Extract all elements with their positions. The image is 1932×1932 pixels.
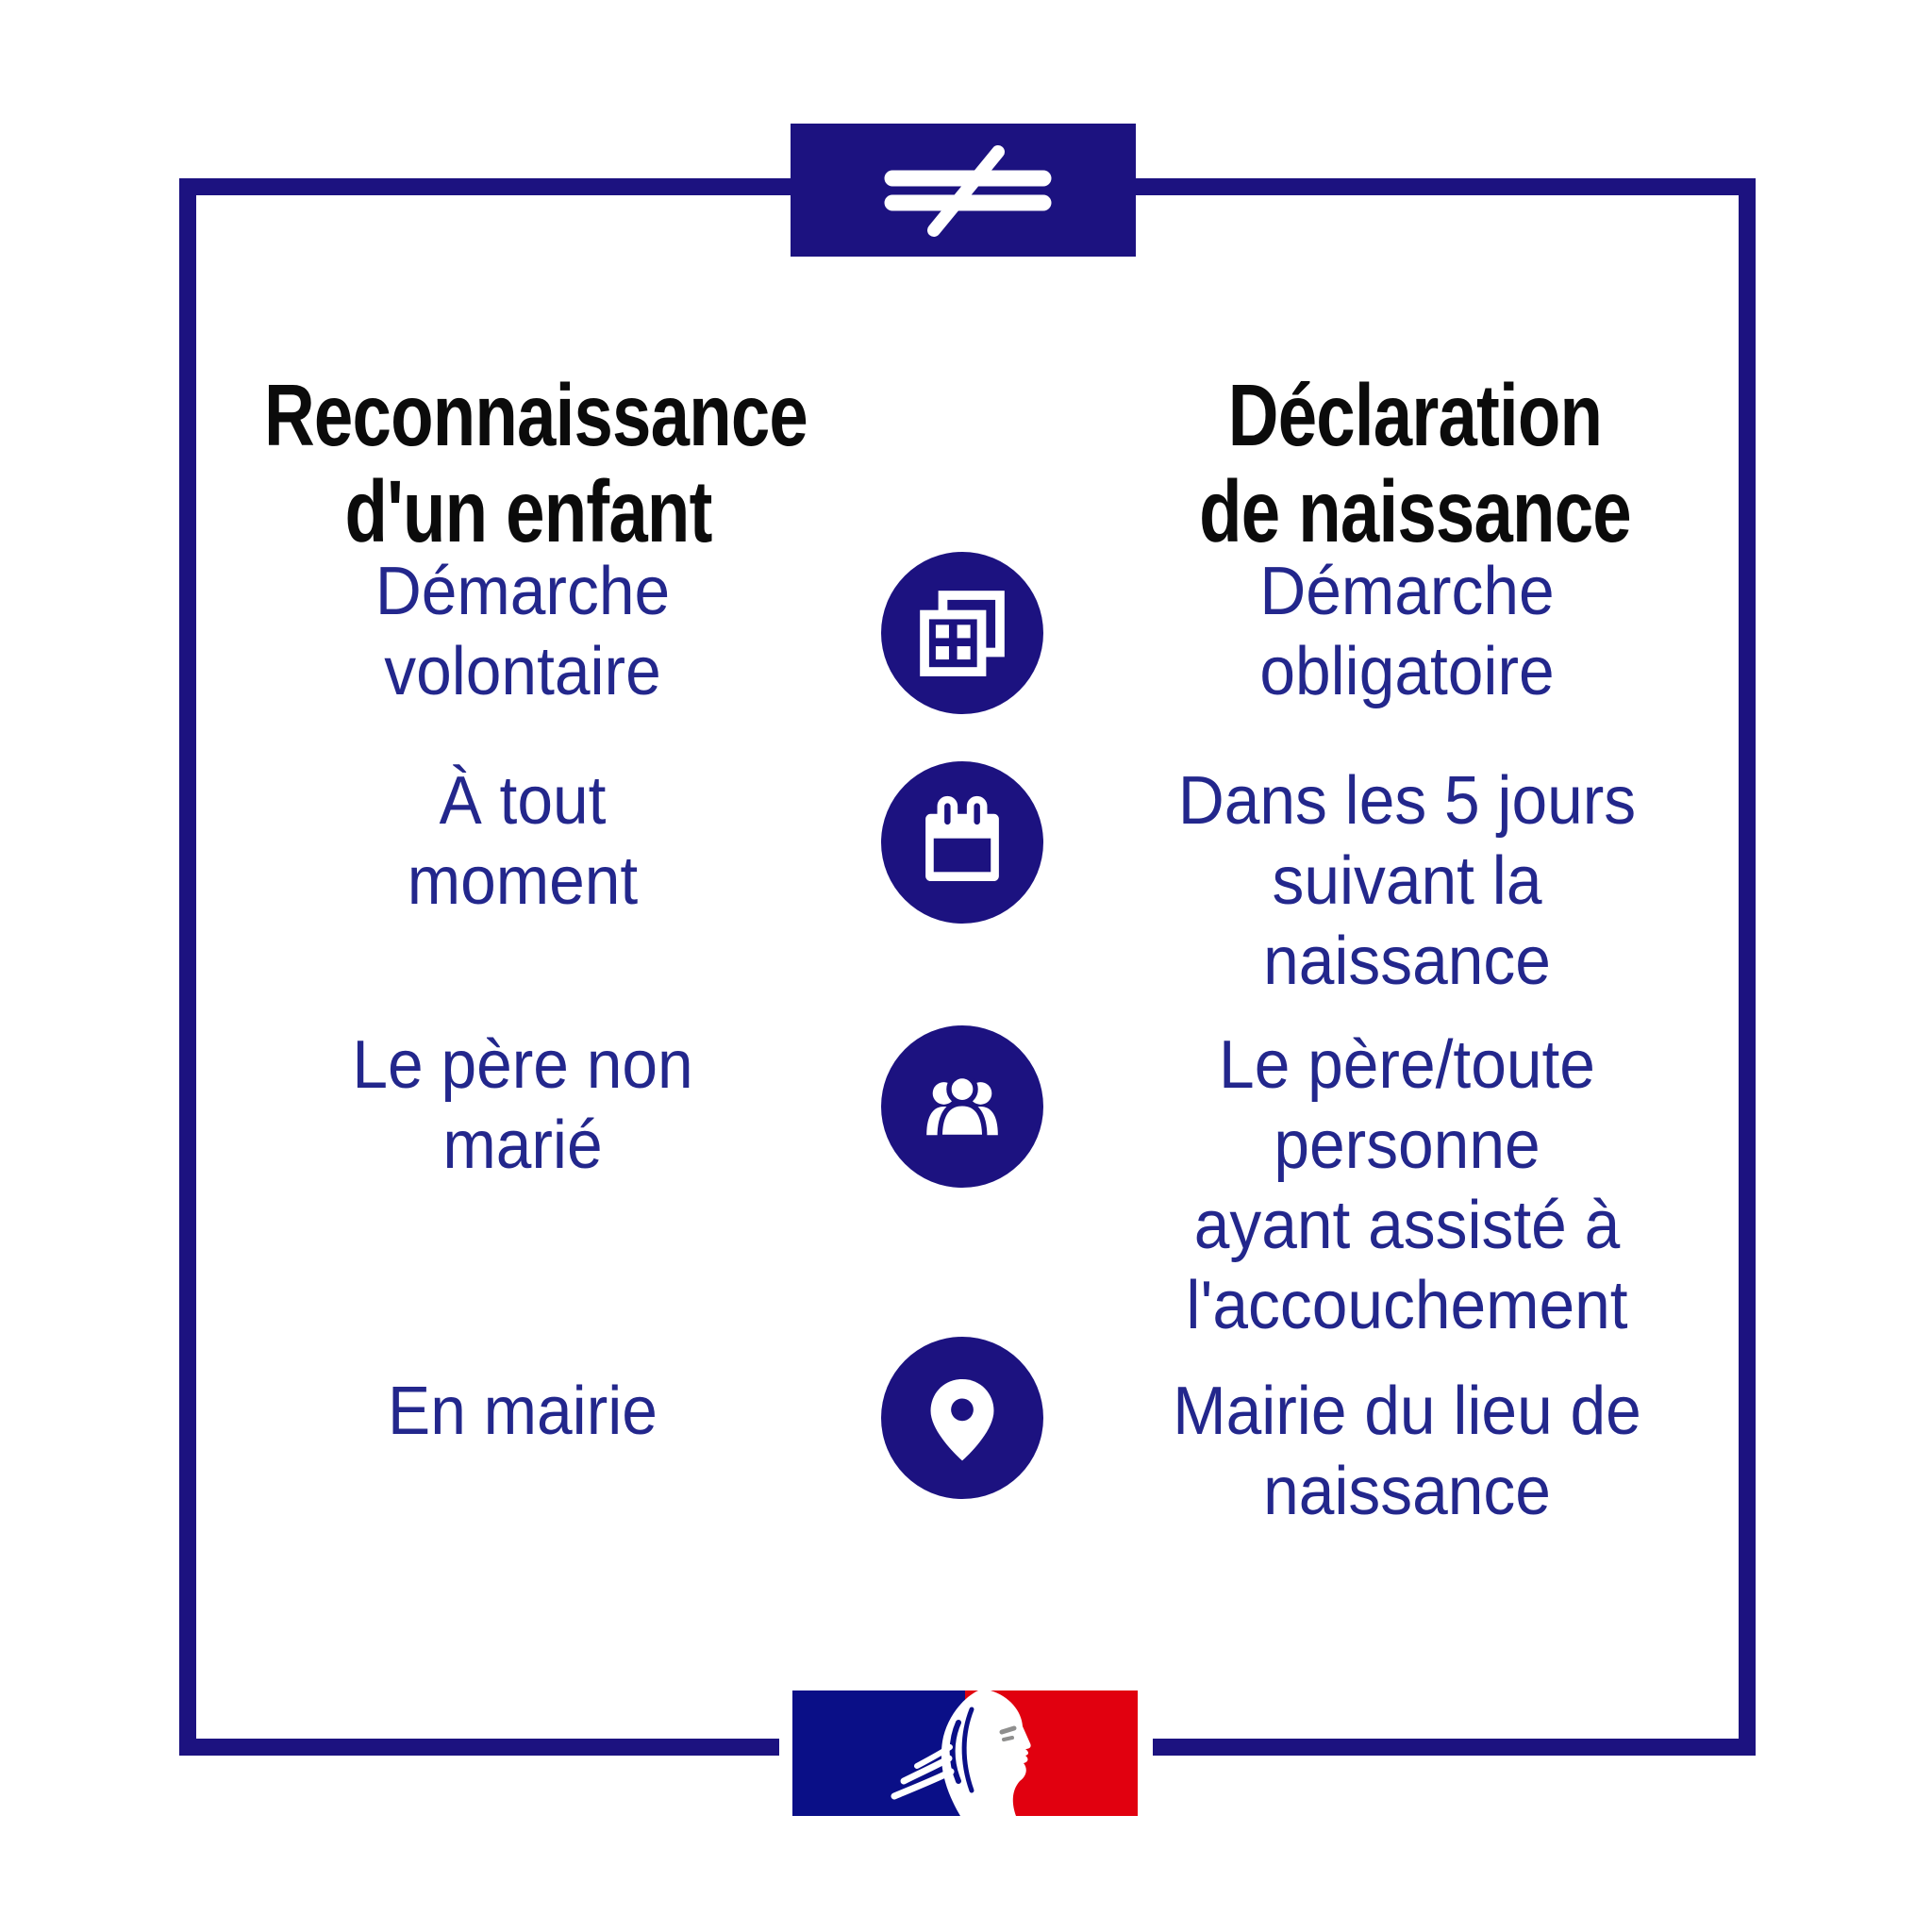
documents-icon	[920, 591, 1005, 676]
row2-left-text: À tout moment	[407, 763, 639, 919]
row2-right-text: Dans les 5 jours suivant la naissance	[1177, 763, 1637, 999]
right-column-title: Déclaration de naissance	[1199, 366, 1632, 561]
icon-circle-row3	[881, 1025, 1043, 1188]
marianne-government-logo	[792, 1690, 1138, 1816]
row4-left-text: En mairie	[388, 1374, 658, 1449]
icon-circle-row4	[881, 1337, 1043, 1499]
icon-circle-row2	[881, 761, 1043, 924]
row4-right-text: Mairie du lieu de naissance	[1173, 1374, 1641, 1529]
row1-right-text: Démarche obligatoire	[1259, 554, 1555, 709]
left-column-title: Reconnaissance d'un enfant	[264, 366, 808, 561]
not-equal-icon	[884, 145, 1052, 237]
border-frame	[179, 178, 1756, 1756]
row3-left-text: Le père non marié	[352, 1027, 693, 1183]
people-icon	[926, 1073, 998, 1141]
row1-left-text: Démarche volontaire	[375, 554, 671, 709]
icon-circle-row1	[881, 552, 1043, 714]
location-pin-icon	[930, 1378, 994, 1461]
calendar-icon	[925, 795, 999, 882]
comparison-rows: Démarche volontaire Démarche obligatoire…	[196, 552, 1739, 1532]
marianne-republique-francaise-logo	[792, 1690, 1138, 1816]
row3-right-text: Le père/toute personne ayant assisté à l…	[1186, 1027, 1628, 1343]
not-equal-header-box	[791, 124, 1136, 257]
